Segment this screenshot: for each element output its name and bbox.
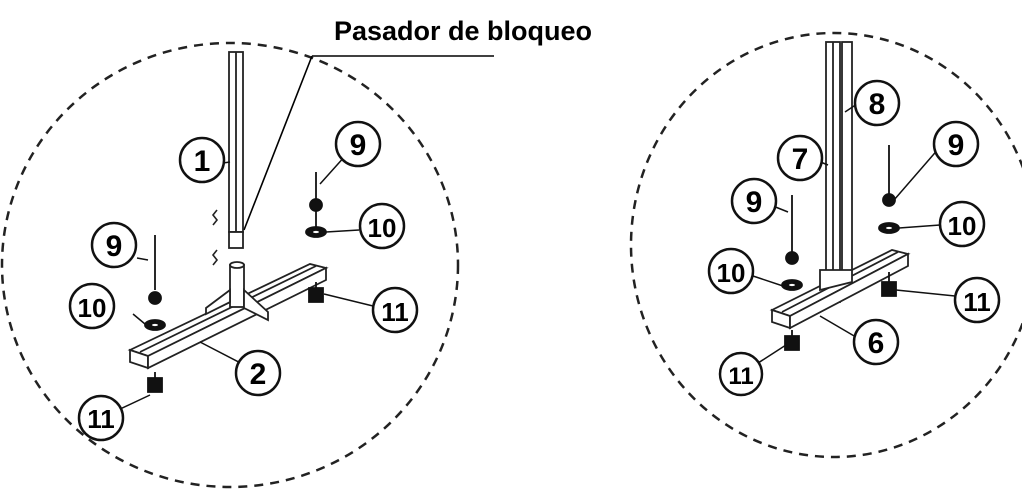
locking-pin-icon — [211, 209, 219, 266]
svg-text:7: 7 — [792, 143, 809, 176]
right-detail-circle — [629, 31, 1022, 459]
callout-10-right-outer: 10 — [938, 200, 986, 248]
left-bolt-b — [305, 172, 327, 303]
callout-10-right-inner: 10 — [707, 247, 755, 295]
svg-text:8: 8 — [869, 88, 886, 121]
svg-text:10: 10 — [78, 293, 107, 323]
svg-text:9: 9 — [350, 129, 367, 162]
callout-9-right-inner: 9 — [730, 177, 778, 225]
svg-text:9: 9 — [746, 186, 763, 219]
left-bolt-a — [144, 235, 166, 393]
right-base-foot — [769, 249, 911, 330]
callout-6: 6 — [852, 318, 900, 366]
locking-pin-label: Pasador de bloqueo — [334, 16, 592, 46]
callout-9-center: 9 — [334, 120, 382, 168]
svg-text:9: 9 — [948, 129, 965, 162]
callout-9-left: 9 — [90, 221, 138, 269]
svg-text:10: 10 — [368, 213, 397, 243]
svg-text:2: 2 — [250, 358, 267, 391]
svg-text:10: 10 — [717, 258, 746, 288]
callout-10-left: 10 — [68, 282, 116, 330]
svg-text:11: 11 — [87, 404, 115, 434]
svg-text:11: 11 — [381, 297, 409, 327]
left-upright-post — [228, 51, 244, 249]
callout-7: 7 — [776, 134, 824, 182]
svg-text:1: 1 — [194, 145, 211, 178]
callout-11-left: 11 — [77, 394, 125, 442]
callout-1: 1 — [178, 136, 226, 184]
svg-text:6: 6 — [868, 327, 885, 360]
callout-11-right-outer: 11 — [953, 276, 1001, 324]
label-leader-line — [243, 55, 313, 231]
callout-8: 8 — [853, 79, 901, 127]
svg-text:11: 11 — [963, 287, 991, 317]
callout-9-right-outer: 9 — [932, 120, 980, 168]
svg-text:10: 10 — [948, 211, 977, 241]
right-upright-frame — [825, 41, 853, 303]
callout-2: 2 — [234, 349, 282, 397]
callout-11-center: 11 — [371, 286, 419, 334]
svg-text:9: 9 — [106, 230, 123, 263]
left-detail-circle — [0, 41, 460, 489]
left-base-foot — [127, 261, 329, 370]
callout-10-center: 10 — [358, 202, 406, 250]
callout-11-right-inner: 11 — [718, 351, 764, 397]
svg-text:11: 11 — [728, 363, 753, 390]
